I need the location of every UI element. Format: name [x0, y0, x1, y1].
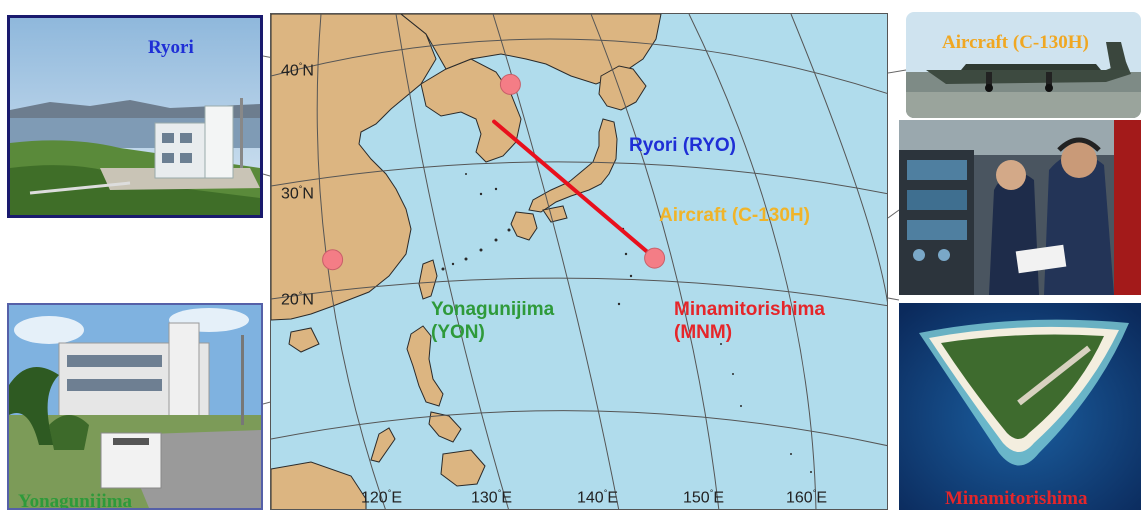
c130h-airplane-photo-icon	[906, 12, 1141, 118]
lon-label-160e: 160°E	[786, 488, 827, 507]
observatory-building-photo-icon	[10, 18, 260, 215]
yonagunijima-station-label: Yonagunijima (YON)	[431, 298, 554, 344]
land-honshu	[528, 118, 618, 213]
minamitorishima-code: (MNM)	[674, 322, 733, 343]
ryori-station-label: Ryori (RYO)	[629, 135, 736, 156]
lon-label-120e: 120°E	[361, 488, 402, 507]
minamitorishima-station-label: Minamitorishima (MNM)	[674, 298, 825, 344]
aircraft-exterior-photo: Aircraft (C-130H)	[906, 12, 1141, 118]
land-hokkaido	[598, 65, 647, 111]
meridian-130e	[395, 14, 509, 509]
ryori-photo-label: Ryori	[148, 37, 194, 58]
minamitorishima-photo-label: Minamitorishima	[945, 488, 1088, 509]
minamitorishima-station-marker[interactable]	[644, 247, 666, 269]
yonagunijima-photo: Yonagunijima	[7, 303, 263, 510]
station-map: 40°N 30°N 20°N 120°E 130°E 140°E 150°E 1…	[270, 13, 888, 510]
yonagunijima-name: Yonagunijima	[431, 299, 555, 320]
land-luzon	[406, 325, 444, 407]
ryori-station-marker[interactable]	[499, 73, 521, 95]
lon-label-130e: 130°E	[471, 488, 512, 507]
aircraft-interior-photo	[899, 120, 1141, 295]
yonagunijima-station-marker[interactable]	[322, 249, 344, 271]
station-building-photo-icon	[9, 305, 261, 508]
aircraft-photo-label: Aircraft (C-130H)	[942, 32, 1089, 53]
lat-label-20n: 20°N	[281, 290, 314, 309]
ryori-photo: Ryori	[7, 15, 263, 218]
graticule	[271, 14, 887, 509]
yonagunijima-photo-label: Yonagunijima	[18, 491, 133, 510]
minamitorishima-name: Minamitorishima	[674, 299, 825, 320]
lon-label-140e: 140°E	[577, 488, 618, 507]
yonagunijima-code: (YON)	[431, 322, 485, 343]
island-aerial-photo-icon	[899, 303, 1141, 510]
land-masses	[271, 14, 812, 509]
aircraft-track-label: Aircraft (C-130H)	[659, 205, 810, 226]
land-palawan	[370, 427, 396, 463]
land-shikoku	[542, 205, 568, 223]
land-taiwan	[418, 259, 438, 300]
land-china	[271, 14, 437, 321]
land-kyushu	[510, 211, 538, 241]
parallel-10n	[271, 410, 887, 447]
meridian-150e	[590, 14, 720, 509]
meridian-160e	[688, 14, 817, 509]
land-borneo	[271, 461, 367, 509]
land-korea	[420, 58, 522, 163]
lat-label-40n: 40°N	[281, 61, 314, 80]
lat-label-30n: 30°N	[281, 184, 314, 203]
land-visayas	[428, 411, 462, 443]
aircraft-flight-track	[492, 119, 657, 261]
lon-label-150e: 150°E	[683, 488, 724, 507]
parallel-30n	[271, 161, 887, 195]
parallel-40n	[271, 38, 887, 94]
parallel-20n	[271, 277, 887, 307]
land-hainan	[288, 327, 320, 353]
meridian-170e	[790, 14, 887, 303]
land-mindanao	[440, 449, 486, 487]
aircraft-cabin-operators-photo-icon	[899, 120, 1141, 295]
map-canvas	[271, 14, 887, 509]
minamitorishima-photo: Minamitorishima	[899, 303, 1141, 510]
land-russia	[400, 14, 662, 85]
